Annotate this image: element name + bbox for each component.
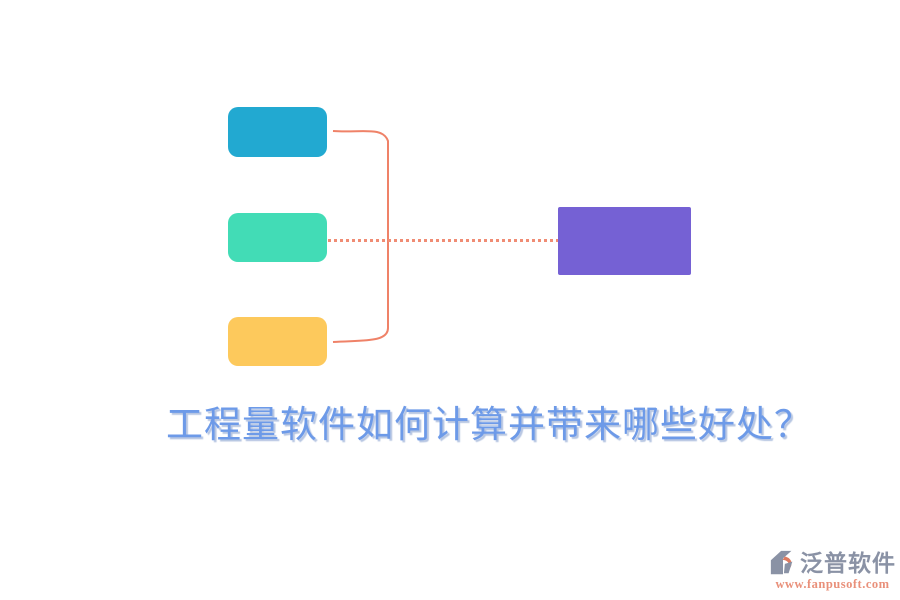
diagram-box-target <box>558 207 691 275</box>
diagram-box-middle <box>228 213 327 262</box>
diagram-box-top <box>228 107 327 157</box>
page-title: 工程量软件如何计算并带来哪些好处？ <box>166 405 812 446</box>
diagram-box-bottom <box>228 317 327 366</box>
connector-lines <box>328 130 558 343</box>
brand-watermark: 泛普软件 www.fanpusoft.com <box>769 549 896 591</box>
fanpu-logo-icon <box>770 550 793 575</box>
brand-url: www.fanpusoft.com <box>775 577 890 591</box>
bracket-connector-line <box>332 130 389 343</box>
brand-name: 泛普软件 <box>800 549 896 576</box>
